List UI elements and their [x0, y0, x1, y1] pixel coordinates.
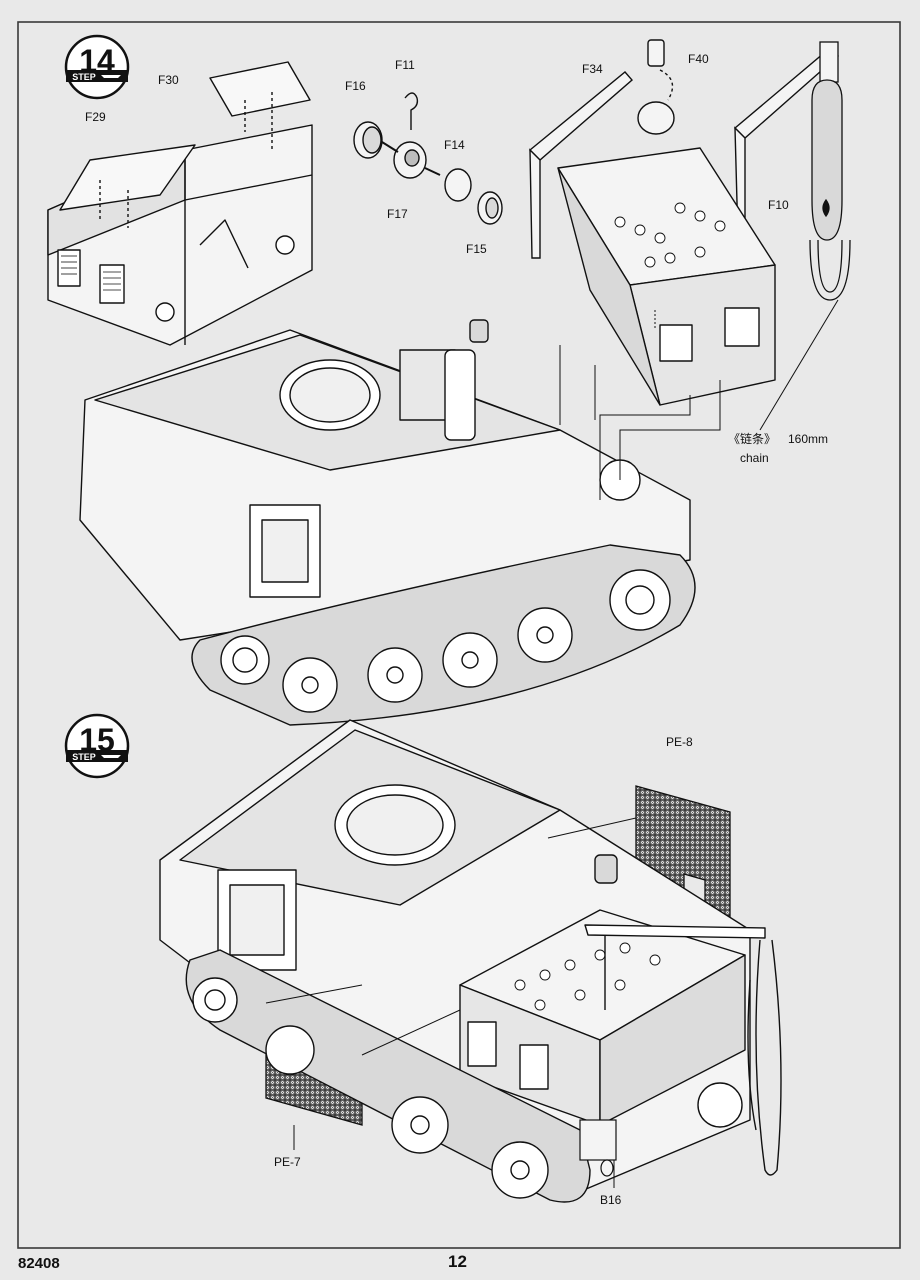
- part-label-f29: F29: [85, 110, 106, 124]
- assembly-leader-lines-14: [559, 299, 839, 500]
- step-15-label: STEP: [72, 752, 96, 762]
- assembly-leader-lines-15: [265, 817, 637, 1188]
- part-label-f10: F10: [768, 198, 789, 212]
- part-label-f15: F15: [466, 242, 487, 256]
- step-14-label: STEP: [72, 72, 96, 82]
- step-15-labels: PE-8 PE-7 B16: [274, 735, 693, 1207]
- kit-number: 82408: [18, 1255, 60, 1272]
- part-label-f40: F40: [688, 52, 709, 66]
- chain-note-en: chain: [740, 451, 769, 465]
- part-label-pe-8: PE-8: [666, 735, 693, 749]
- hub-assembly-parts: [353, 92, 503, 225]
- part-b16: [579, 1119, 617, 1177]
- chain-note-length: 160mm: [788, 432, 828, 446]
- chain-hoist-f10: [809, 41, 851, 301]
- part-label-b16: B16: [600, 1193, 622, 1207]
- page-frame: [17, 21, 901, 1249]
- part-label-f11: F11: [395, 58, 415, 72]
- step-14-badge: 14 STEP: [64, 34, 130, 100]
- stowage-box-f29-f30: [47, 61, 313, 346]
- hook-parts-f40: [637, 39, 675, 135]
- part-label-f16: F16: [345, 79, 366, 93]
- part-label-f30: F30: [158, 73, 179, 87]
- part-label-pe-7: PE-7: [274, 1155, 301, 1169]
- step-14-labels: F29 F30 F16 F11 F17 F14 F15 F34 F40 F10 …: [85, 52, 828, 465]
- vehicle-step-14: [79, 319, 696, 726]
- step-15-badge: 15 STEP: [64, 713, 130, 779]
- part-label-f14: F14: [444, 138, 465, 152]
- vehicle-step-15: [159, 719, 782, 1203]
- chain-note-cn: 《链条》: [728, 431, 776, 446]
- part-label-f17: F17: [387, 207, 408, 221]
- page-number: 12: [448, 1252, 467, 1271]
- part-label-f34: F34: [582, 62, 603, 76]
- storage-bin: [557, 147, 776, 406]
